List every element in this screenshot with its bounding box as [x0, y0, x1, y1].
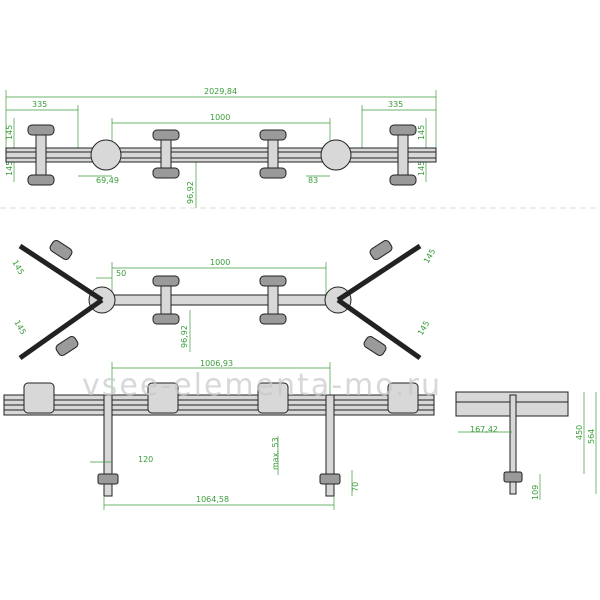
- dim-side-height-b: 564: [587, 429, 596, 444]
- mount-head-1: [27, 124, 55, 186]
- dim-front-clamp: 120: [138, 455, 153, 464]
- angled-center-bar: [99, 294, 341, 306]
- dim-angled-joint: 50: [116, 269, 126, 278]
- dim-left-arm-a: 145: [5, 125, 14, 140]
- dim-left-arm-b: 145: [5, 161, 14, 176]
- arm-top-left: [18, 243, 104, 303]
- joint-right: [320, 139, 352, 171]
- arm-bottom-right: [336, 297, 422, 361]
- dim-left-end: 335: [32, 100, 47, 109]
- watermark: vsee-elementa-mo.ru: [82, 368, 442, 403]
- mount-head-2: [152, 129, 180, 179]
- dim-angled-center: 1000: [210, 258, 230, 267]
- top-bar: [5, 147, 437, 163]
- dim-arm-bottom-right: 145: [416, 319, 431, 337]
- dim-arm-top-left: 145: [10, 259, 25, 277]
- top-view: 2029,84 335 335 1000 145 145 145 145 69,…: [5, 87, 437, 208]
- dim-front-base: 1064,58: [196, 495, 229, 504]
- mount-head-4: [389, 124, 417, 186]
- dim-overall-width: 2029,84: [204, 87, 237, 96]
- dim-side-height-a: 450: [575, 425, 584, 440]
- mount-head-3: [259, 129, 287, 179]
- front-pole-right: [325, 394, 335, 476]
- front-pole-left: [103, 394, 113, 476]
- dim-side-offset: 167,42: [470, 425, 498, 434]
- side-pole: [509, 394, 517, 474]
- front-vesa-3: [257, 382, 289, 414]
- front-vesa-1: [23, 382, 55, 414]
- dim-depth: 96,92: [186, 181, 195, 204]
- dim-side-foot: 109: [531, 485, 540, 500]
- dim-joint-offset: 69,49: [96, 176, 119, 185]
- dim-arm-bottom-left: 145: [12, 319, 27, 337]
- dim-front-max: max. 53: [271, 437, 280, 470]
- dim-joint-right: 83: [308, 176, 318, 185]
- dim-right-arm-a: 145: [417, 125, 426, 140]
- joint-left: [90, 139, 122, 171]
- angled-view: 1000 50 96,92 145 145 145 145: [10, 240, 437, 361]
- angled-mount-2: [152, 275, 180, 325]
- arm-bottom-left: [18, 297, 104, 361]
- dim-right-arm-b: 145: [417, 161, 426, 176]
- dim-front-span: 1006,93: [200, 359, 233, 368]
- front-view: 1006,93 120 max. 53 70 1064,58: [3, 359, 435, 510]
- front-vesa-4: [387, 382, 419, 414]
- arm-top-right: [336, 243, 422, 303]
- dim-front-foot: 70: [351, 482, 360, 492]
- dim-angled-depth: 96,92: [180, 325, 189, 348]
- dim-center-span: 1000: [210, 113, 230, 122]
- front-vesa-2: [147, 382, 179, 414]
- angled-mount-3: [259, 275, 287, 325]
- dim-right-end: 335: [388, 100, 403, 109]
- dim-arm-top-right: 145: [422, 247, 437, 265]
- side-view: 167,42 450 564 109: [455, 391, 597, 500]
